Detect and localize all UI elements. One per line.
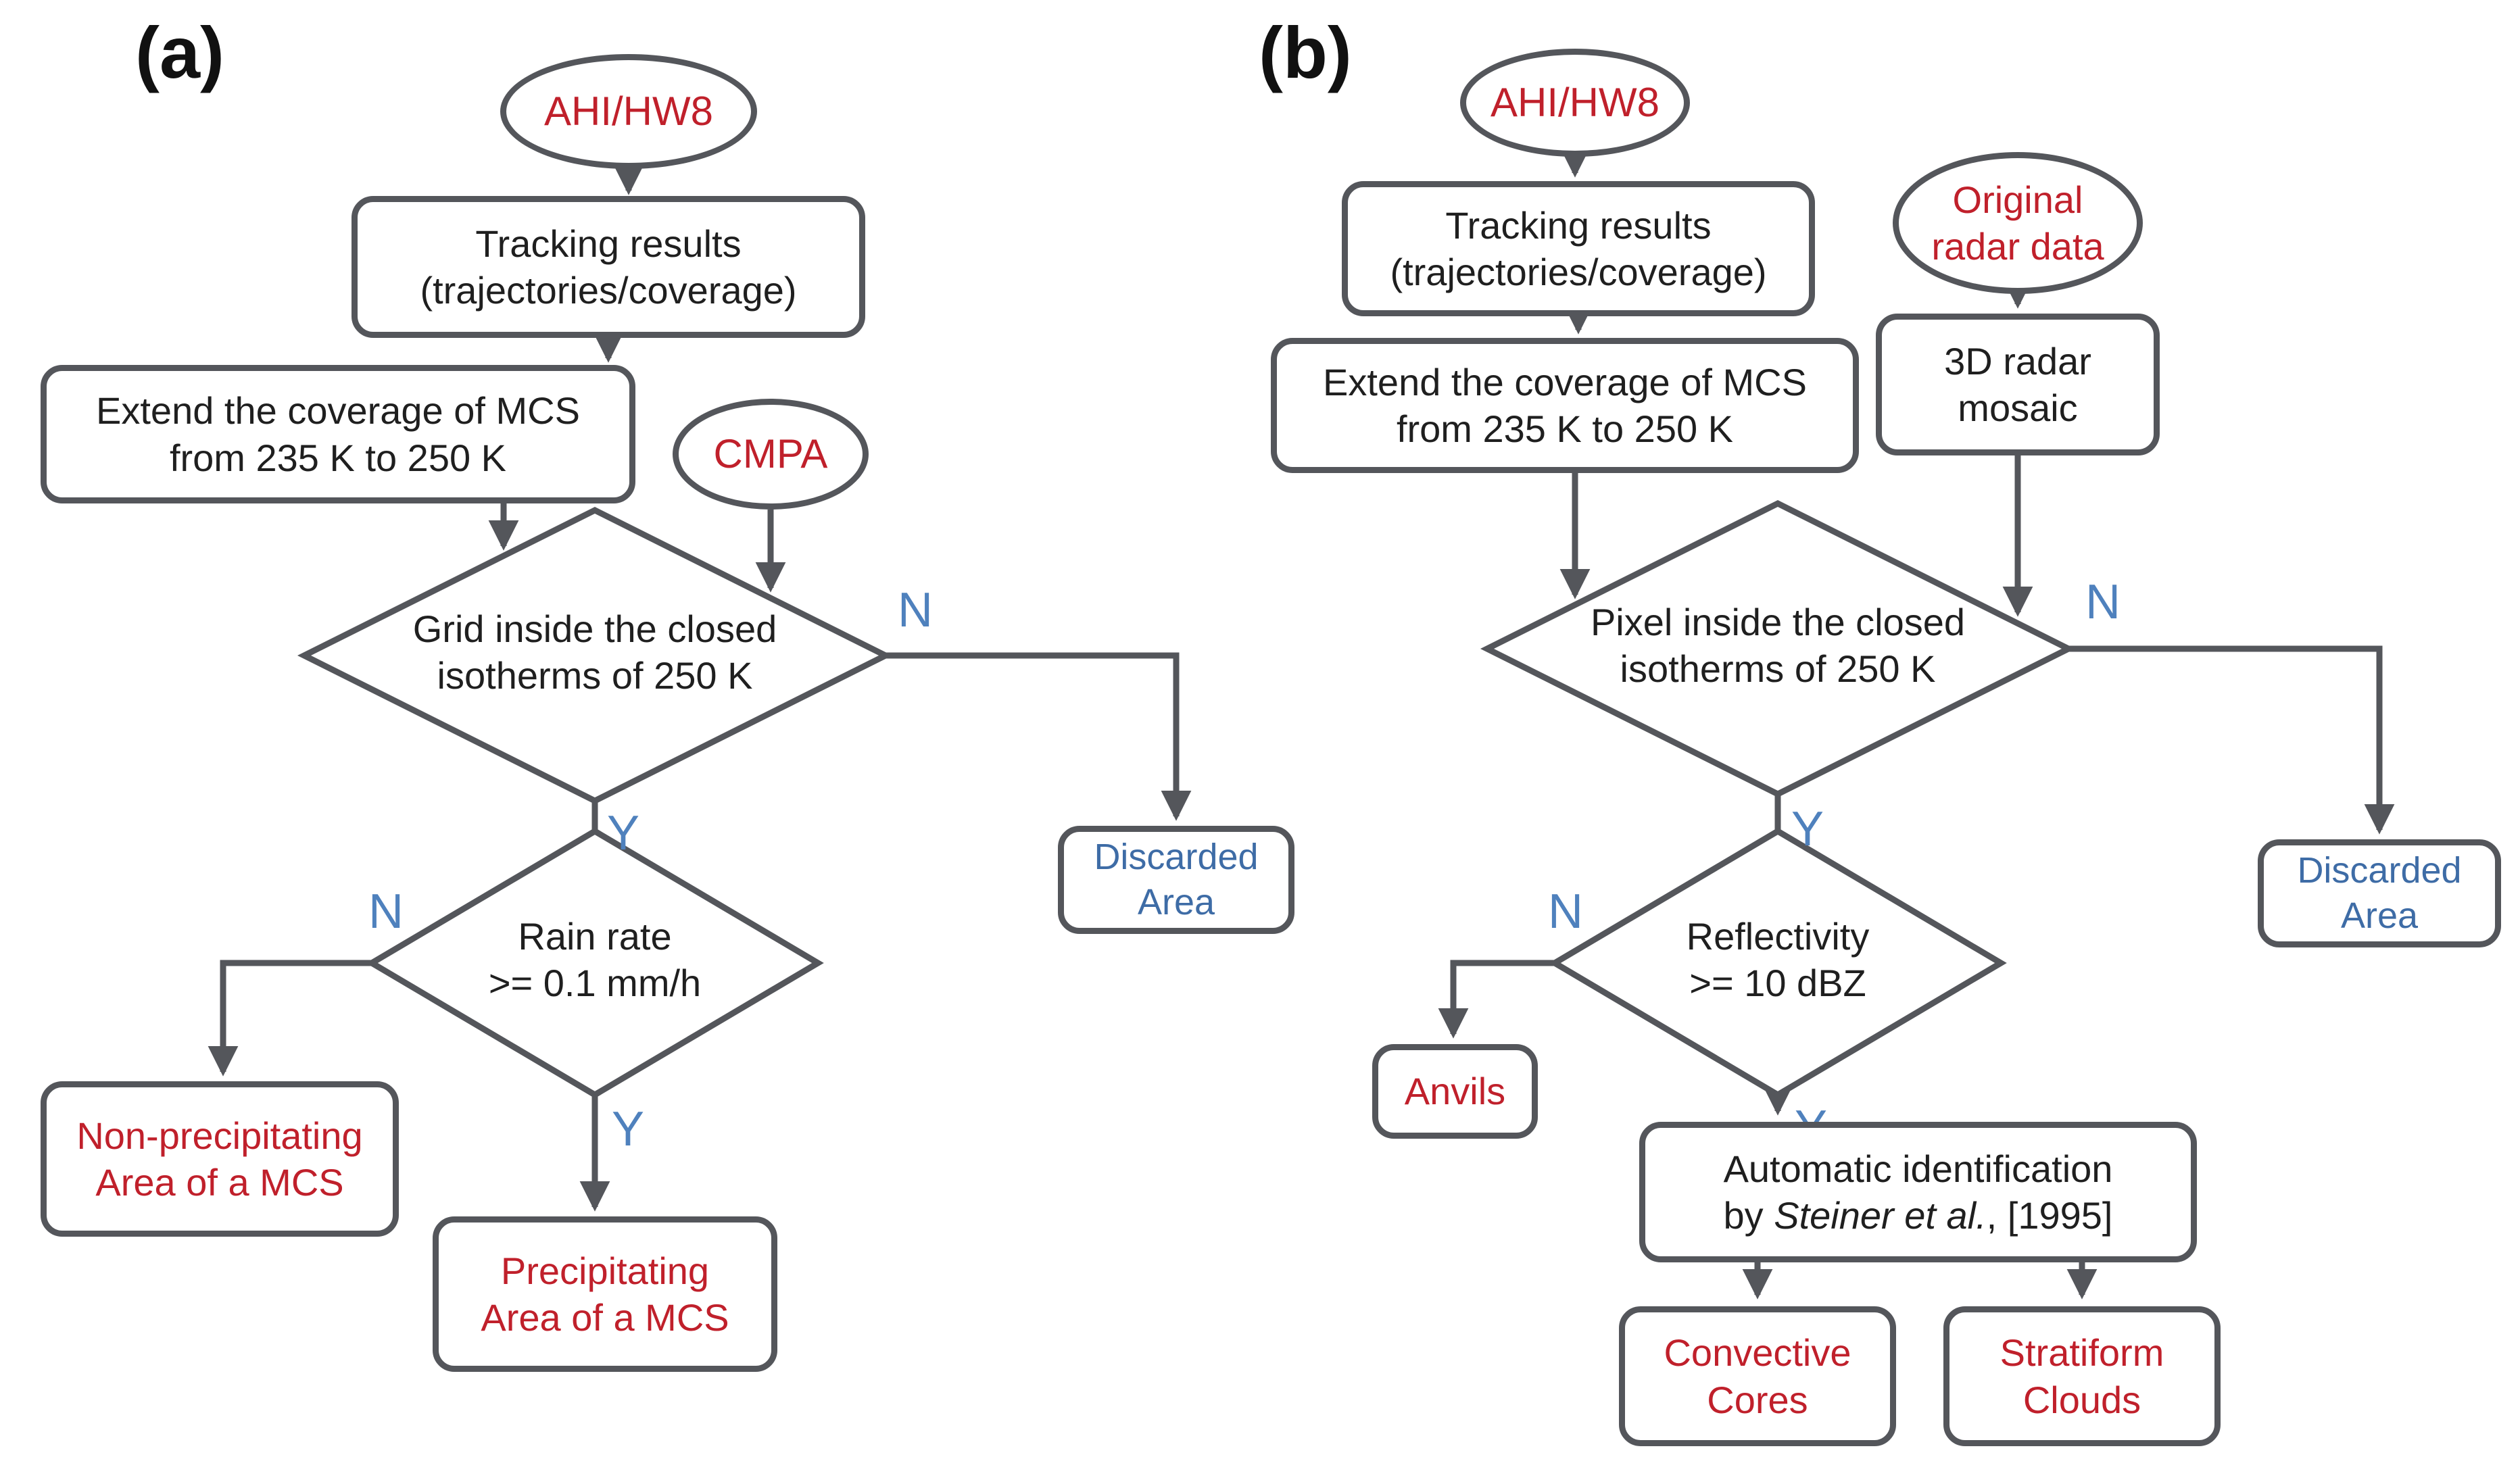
convective-line-1: Convective bbox=[1664, 1331, 1851, 1375]
arrow-a-decision2-no-to-nonprecip bbox=[208, 960, 372, 1077]
node-a-discarded-area: Discarded Area bbox=[1058, 826, 1294, 934]
node-a-source-text: AHI/HW8 bbox=[543, 88, 714, 134]
label-a-decision2-yes: Y bbox=[612, 1102, 645, 1156]
decision-diamond-reflectivity bbox=[1549, 827, 2007, 1099]
nonprecip-line-2: Area of a MCS bbox=[95, 1161, 344, 1204]
auto-line-2-pre: by bbox=[1723, 1194, 1774, 1237]
node-b-automatic-identification: Automatic identification by Steiner et a… bbox=[1639, 1122, 2197, 1262]
node-b-anvils: Anvils bbox=[1372, 1044, 1538, 1139]
decision-line-2: isotherms of 250 K bbox=[437, 654, 753, 697]
extend-line-1: Extend the coverage of MCS bbox=[96, 389, 580, 433]
nonprecip-line-1: Non-precipitating bbox=[76, 1114, 363, 1157]
node-a-nonprecipitating: Non-precipitating Area of a MCS bbox=[41, 1081, 399, 1237]
node-b-source-ellipse: AHI/HW8 bbox=[1460, 49, 1690, 157]
anvils-text: Anvils bbox=[1404, 1070, 1506, 1113]
tracking-line-1: Tracking results bbox=[1445, 203, 1712, 247]
decision-line-2: >= 0.1 mm/h bbox=[488, 962, 702, 1004]
node-a-precipitating: Precipitating Area of a MCS bbox=[433, 1216, 777, 1372]
decision-line-1: Pixel inside the closed bbox=[1590, 600, 1966, 643]
label-b-decision2-no: N bbox=[1548, 885, 1583, 939]
stratiform-line-2: Clouds bbox=[2022, 1378, 2141, 1421]
arrow-b-decision2-no-to-anvils bbox=[1438, 960, 1555, 1039]
node-b-stratiform-clouds: Stratiform Clouds bbox=[1943, 1306, 2221, 1446]
label-a-decision2-no: N bbox=[368, 885, 404, 939]
label-b-decision1-no: N bbox=[2085, 575, 2121, 629]
mosaic-line-1: 3D radar bbox=[1944, 339, 2091, 382]
node-a-cmpa-ellipse: CMPA bbox=[673, 399, 869, 510]
mosaic-line-2: mosaic bbox=[1958, 387, 2078, 429]
label-a-decision1-no: N bbox=[898, 583, 933, 637]
label-a-decision1-yes: Y bbox=[607, 806, 640, 860]
discarded-line-1: Discarded bbox=[2297, 850, 2462, 891]
decision-diamond-grid-isotherms bbox=[297, 506, 893, 805]
tracking-line-2: (trajectories/coverage) bbox=[420, 269, 797, 312]
precip-line-1: Precipitating bbox=[500, 1249, 710, 1292]
node-a-tracking-results: Tracking results (trajectories/coverage) bbox=[352, 196, 865, 338]
decision-line-2: isotherms of 250 K bbox=[1620, 647, 1936, 690]
tracking-line-1: Tracking results bbox=[475, 222, 742, 265]
decision-line-1: Rain rate bbox=[518, 914, 672, 958]
decision-line-2: >= 10 dBZ bbox=[1689, 962, 1866, 1004]
node-b-original-radar-ellipse: Original radar data bbox=[1893, 152, 2143, 294]
discarded-line-2: Area bbox=[2340, 895, 2419, 936]
tracking-line-2: (trajectories/coverage) bbox=[1390, 251, 1767, 293]
node-b-convective-cores: Convective Cores bbox=[1619, 1306, 1896, 1446]
extend-line-1: Extend the coverage of MCS bbox=[1323, 360, 1807, 403]
node-a-cmpa-text: CMPA bbox=[713, 430, 828, 476]
discarded-line-2: Area bbox=[1137, 882, 1215, 922]
decision-line-1: Reflectivity bbox=[1686, 914, 1870, 958]
convective-line-2: Cores bbox=[1707, 1378, 1808, 1421]
decision-a-rain-text: Rain rate >= 0.1 mm/h bbox=[392, 899, 798, 1020]
auto-line-2-citation: Steiner et al. bbox=[1774, 1194, 1987, 1237]
decision-line-1: Grid inside the closed bbox=[412, 607, 777, 650]
node-b-extend-coverage: Extend the coverage of MCS from 235 K to… bbox=[1271, 338, 1859, 473]
panel-b-label: (b) bbox=[1259, 11, 1352, 93]
node-a-source-ellipse: AHI/HW8 bbox=[500, 54, 757, 169]
extend-line-2: from 235 K to 250 K bbox=[169, 436, 507, 479]
node-b-source-text: AHI/HW8 bbox=[1490, 79, 1660, 125]
decision-diamond-rain-rate bbox=[366, 827, 824, 1099]
extend-line-2: from 235 K to 250 K bbox=[1396, 408, 1734, 450]
precip-line-2: Area of a MCS bbox=[481, 1296, 729, 1339]
node-b-3d-radar-mosaic: 3D radar mosaic bbox=[1876, 314, 2160, 455]
decision-b-reflectivity-text: Reflectivity >= 10 dBZ bbox=[1575, 899, 1981, 1020]
decision-b-pixel-text: Pixel inside the closed isotherms of 250… bbox=[1534, 585, 2021, 706]
radar-line-1: Original bbox=[1952, 178, 2083, 221]
decision-diamond-pixel-isotherms bbox=[1480, 499, 2076, 798]
stratiform-line-1: Stratiform bbox=[2000, 1331, 2164, 1375]
arrow-b-decision1-no-to-discarded bbox=[2068, 645, 2395, 835]
auto-line-2: by Steiner et al., [1995] bbox=[1724, 1192, 2113, 1239]
arrow-a-decision1-no-to-discarded bbox=[886, 652, 1192, 821]
label-b-decision1-yes: Y bbox=[1791, 802, 1824, 856]
radar-line-2: radar data bbox=[1931, 225, 2104, 268]
node-a-extend-coverage: Extend the coverage of MCS from 235 K to… bbox=[41, 365, 635, 503]
auto-line-1: Automatic identification bbox=[1723, 1147, 2113, 1190]
discarded-line-1: Discarded bbox=[1094, 837, 1259, 878]
auto-line-2-post: , [1995] bbox=[1986, 1194, 2113, 1237]
panel-a-label: (a) bbox=[135, 11, 224, 93]
decision-a-grid-text: Grid inside the closed isotherms of 250 … bbox=[352, 591, 838, 713]
node-b-discarded-area: Discarded Area bbox=[2258, 839, 2501, 947]
node-b-tracking-results: Tracking results (trajectories/coverage) bbox=[1342, 181, 1815, 316]
